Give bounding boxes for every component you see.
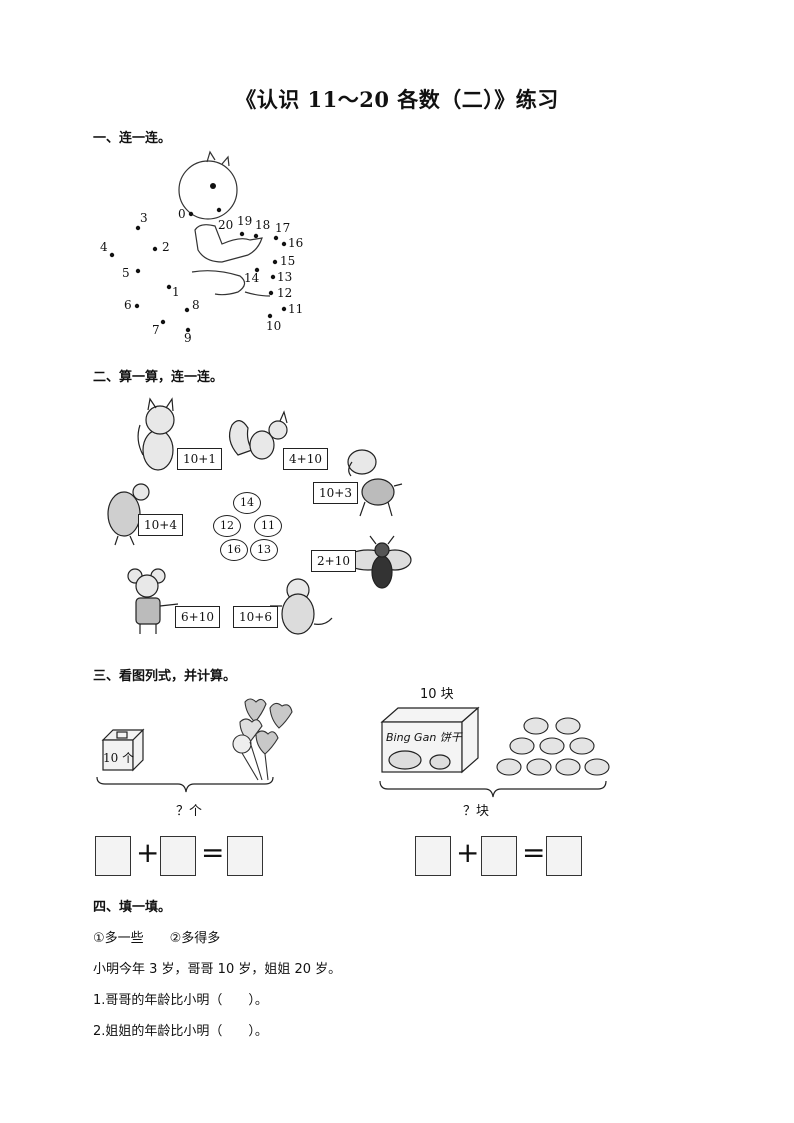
problem-statement: 小明今年 3 岁，哥哥 10 岁，姐姐 20 岁。: [93, 962, 342, 977]
dot-label-1: 1: [172, 285, 180, 299]
answer-options: ①多一些 ②多得多: [93, 931, 221, 946]
dot-label-18: 18: [255, 218, 271, 232]
section1-heading: 一、连一连。: [93, 131, 172, 146]
dot-label-16: 16: [288, 236, 304, 250]
dot-label-5: 5: [122, 266, 130, 280]
question-2: 2.姐姐的年龄比小明（ ）。: [93, 1024, 268, 1039]
turtle-icon: [107, 483, 150, 546]
box-icon: [101, 728, 145, 772]
unknown-count-right: ？块: [463, 804, 490, 819]
dot-label-10: 10: [266, 319, 282, 333]
answer-circle: 16: [220, 539, 248, 561]
fly-icon: [345, 535, 412, 589]
dot-label-20: 20: [218, 218, 234, 232]
answer-circle: 14: [233, 492, 261, 514]
brace-left: [96, 776, 274, 793]
expr-2-plus-10: 2+10: [311, 550, 356, 572]
dot-label-6: 6: [124, 298, 132, 312]
mouse-icon: [127, 568, 179, 634]
dot-label-14: 14: [244, 271, 260, 285]
dot-label-8: 8: [192, 298, 200, 312]
squirrel-icon: [228, 410, 288, 460]
expr-4-plus-10: 4+10: [283, 448, 328, 470]
elephant-icon: [347, 449, 403, 517]
balloons-icon: [232, 698, 293, 781]
dot-label-2: 2: [162, 240, 170, 254]
section2-heading: 二、算一算，连一连。: [93, 370, 224, 385]
dot-label-12: 12: [277, 286, 293, 300]
unknown-count-left: ？个: [176, 804, 203, 819]
answer-box[interactable]: [415, 836, 451, 876]
expr-10-plus-6: 10+6: [233, 606, 278, 628]
dot-label-9: 9: [184, 331, 192, 345]
biscuit-box-icon: [380, 706, 480, 774]
expr-10-plus-1: 10+1: [177, 448, 222, 470]
dot-label-0: 0: [178, 207, 186, 221]
answer-box[interactable]: [95, 836, 131, 876]
brace-right: [379, 780, 607, 798]
answer-circle: 13: [250, 539, 278, 561]
cat-icon: [137, 397, 175, 471]
expr-6-plus-10: 6+10: [175, 606, 220, 628]
equals-sign: =: [201, 836, 225, 869]
plus-sign: +: [456, 836, 480, 869]
known-count-left: 10 个: [103, 751, 135, 765]
question-1: 1.哥哥的年龄比小明（ ）。: [93, 993, 268, 1008]
page-title: 《认识 11～20 各数（二）》练习: [235, 87, 559, 112]
answer-box[interactable]: [546, 836, 582, 876]
answer-box[interactable]: [481, 836, 517, 876]
plus-sign: +: [136, 836, 160, 869]
section4-heading: 四、填一填。: [93, 900, 172, 915]
expr-10-plus-3: 10+3: [313, 482, 358, 504]
biscuits-icon: [496, 717, 610, 776]
expr-10-plus-4: 10+4: [138, 514, 183, 536]
answer-circle: 12: [213, 515, 241, 537]
dot-label-15: 15: [280, 254, 296, 268]
known-count-right: 10 块: [420, 687, 454, 702]
answer-box[interactable]: [227, 836, 263, 876]
dot-label-11: 11: [288, 302, 304, 316]
dot-label-13: 13: [277, 270, 293, 284]
dot-label-7: 7: [152, 323, 160, 337]
dot-label-4: 4: [100, 240, 108, 254]
dot-label-19: 19: [237, 214, 253, 228]
answer-box[interactable]: [160, 836, 196, 876]
biscuit-box-label: Bing Gan 饼干: [386, 731, 462, 744]
answer-circle: 11: [254, 515, 282, 537]
dot-label-17: 17: [275, 221, 291, 235]
section3-heading: 三、看图列式，并计算。: [93, 669, 237, 684]
dot-label-3: 3: [140, 211, 148, 225]
equals-sign: =: [522, 836, 546, 869]
